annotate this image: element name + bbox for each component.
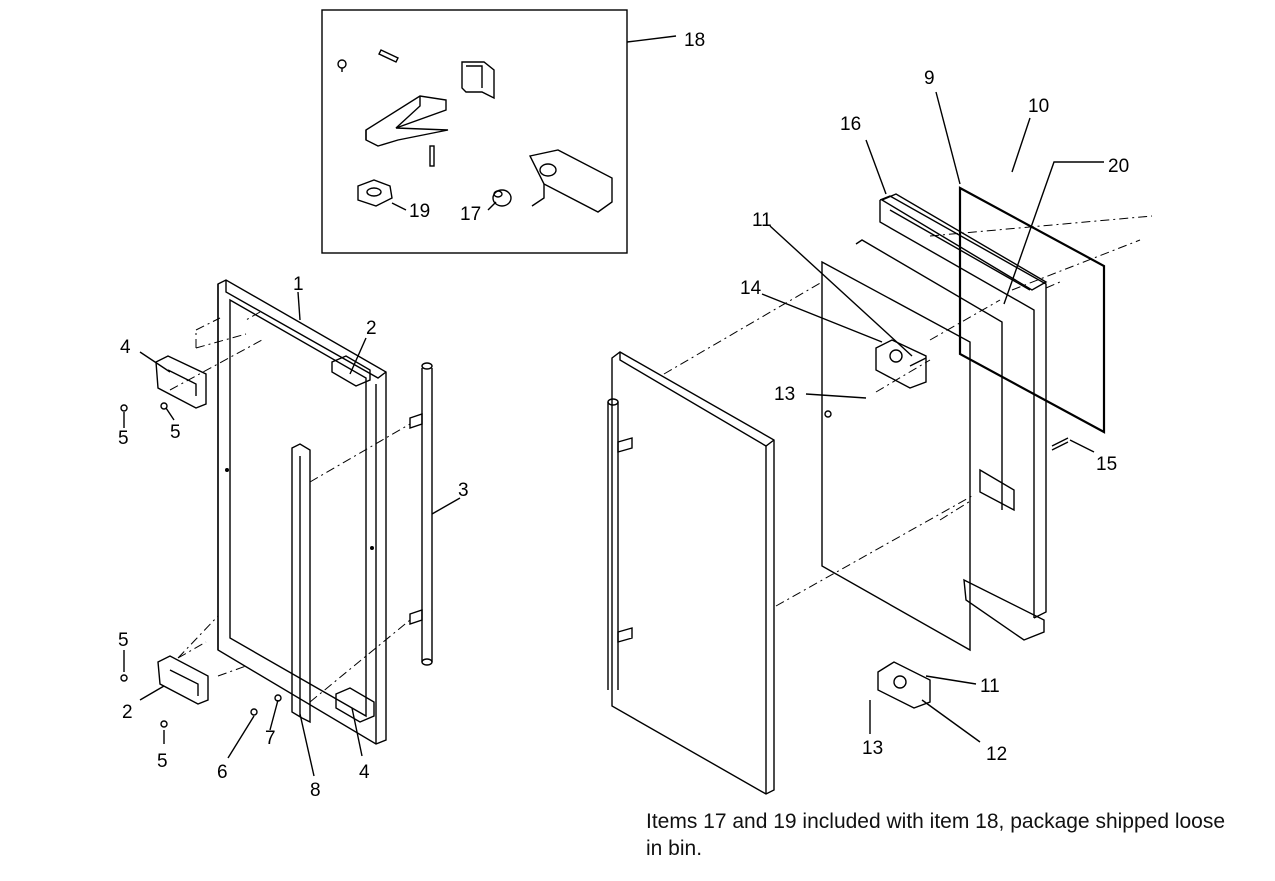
- callout-6: 6: [217, 762, 228, 783]
- kit-clip: [461, 61, 495, 100]
- kit-screw: [337, 59, 347, 72]
- callout-13-bottom: 13: [862, 738, 883, 759]
- callout-11-top: 11: [752, 210, 772, 231]
- leader-lines: [123, 35, 1104, 777]
- callout-12: 12: [986, 744, 1007, 765]
- callout-5-b: 5: [170, 422, 181, 443]
- callout-5-c: 5: [118, 630, 129, 651]
- callout-14: 14: [740, 278, 762, 299]
- hinge-assembly-11-lower: [877, 661, 931, 709]
- assembly-note: Items 17 and 19 included with item 18, p…: [646, 810, 1226, 860]
- screw-5a: [120, 404, 128, 412]
- callout-9: 9: [924, 68, 935, 89]
- callout-2-bottom: 2: [122, 702, 133, 723]
- top-rail-16: [880, 193, 1048, 291]
- callout-5-d: 5: [157, 751, 168, 772]
- callout-2-top: 2: [366, 318, 377, 339]
- callout-16: 16: [840, 114, 861, 135]
- cabinet-body: [855, 195, 1047, 641]
- callout-10: 10: [1028, 96, 1049, 117]
- screw-6: [250, 708, 258, 716]
- callout-17: 17: [460, 204, 481, 225]
- inner-panel: [821, 260, 971, 652]
- callout-8: 8: [310, 780, 321, 801]
- callout-18: 18: [684, 30, 705, 51]
- kit-screw-vertical: [429, 145, 435, 167]
- callout-7: 7: [265, 728, 276, 749]
- callout-15: 15: [1096, 454, 1117, 475]
- callout-4-bottom: 4: [359, 762, 370, 783]
- bracket-4-on-frame: [335, 687, 375, 723]
- callout-19: 19: [409, 201, 430, 222]
- door-panel: [607, 351, 775, 795]
- hinge-bracket-4-top: [155, 355, 207, 409]
- screw-5d: [160, 720, 168, 728]
- hinge-assembly-14: [875, 339, 927, 389]
- screw-5c: [120, 674, 128, 682]
- handle-rod-3: [409, 362, 433, 666]
- hex-knob-19: [357, 179, 393, 207]
- callout-4-top: 4: [120, 337, 131, 358]
- back-panel-9: [958, 186, 1106, 434]
- kit-angle-bracket: [528, 149, 613, 213]
- callout-20: 20: [1108, 156, 1129, 177]
- callout-1: 1: [293, 274, 304, 295]
- kit-wedge-bracket: [365, 95, 449, 147]
- callout-3: 3: [458, 480, 469, 501]
- screw-15: [1051, 437, 1069, 451]
- callout-13-top: 13: [774, 384, 795, 405]
- callout-11-bottom: 11: [980, 676, 1000, 697]
- bracket-2-on-frame: [331, 355, 371, 387]
- hinge-bracket-2-bottom: [157, 655, 209, 705]
- kit-box-18: [321, 9, 628, 254]
- kit-pin: [378, 49, 399, 63]
- gasket-strip-8: [291, 443, 311, 724]
- button-17: [492, 189, 512, 207]
- callout-5-a: 5: [118, 428, 129, 449]
- screw-5b: [160, 402, 168, 410]
